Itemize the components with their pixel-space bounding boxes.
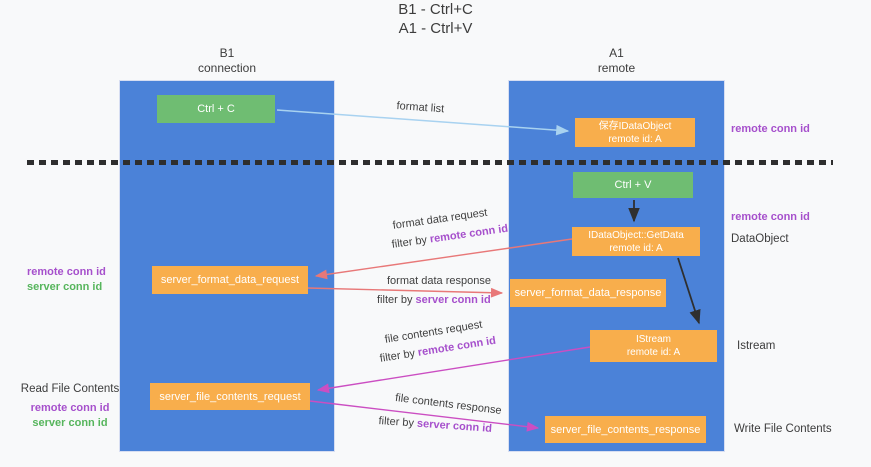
remote-conn-id-legend: remote conn id (27, 266, 106, 278)
save-idataobject-line2: remote id: A (608, 133, 662, 145)
save-idataobject-line1: 保存IDataObject (598, 120, 672, 132)
ctrl-v-box: Ctrl + V (573, 172, 693, 198)
ctrl-c-box: Ctrl + C (157, 95, 275, 123)
server-format-data-response-label: server_format_data_response (514, 287, 662, 299)
filter-by-text: filter by (378, 415, 415, 430)
istream-line2: remote id: A (626, 347, 681, 358)
phase-divider-dashed-line (27, 160, 833, 165)
file-contents-response-label: file contents response (394, 392, 503, 417)
server-format-data-request-label: server_format_data_request (160, 274, 300, 286)
remote-conn-id-text: remote conn id (429, 222, 509, 246)
lifeline-header-a1: A1 remote (508, 46, 725, 76)
lifeline-a1-role: remote (597, 61, 636, 75)
istream-box: IStream remote id: A (590, 330, 717, 362)
remote-conn-id-annotation-mid: remote conn id (731, 211, 810, 223)
diagram-title-line2: A1 - Ctrl+V (398, 20, 473, 37)
server-format-data-response-box: server_format_data_response (510, 279, 666, 307)
filter-by-text: filter by (377, 294, 413, 306)
filter-by-text: filter by (379, 347, 416, 365)
server-format-data-request-box: server_format_data_request (152, 266, 308, 294)
server-conn-id-text: server conn id (415, 294, 491, 306)
istream-annotation: Istream (737, 340, 776, 352)
ctrl-v-label: Ctrl + V (614, 179, 652, 191)
lifeline-b1-role: connection (197, 61, 257, 75)
diagram-title-line1: B1 - Ctrl+C (398, 1, 473, 18)
remote-conn-id-legend: remote conn id (30, 402, 110, 414)
left-conn-id-legend: remote conn id server conn id (27, 265, 106, 295)
ctrl-c-label: Ctrl + C (197, 103, 235, 115)
read-file-contents-label: Read File Contents (20, 383, 120, 395)
save-idataobject-box: 保存IDataObject remote id: A (575, 118, 695, 147)
istream-line1: IStream (635, 334, 671, 345)
server-file-contents-response-box: server_file_contents_response (545, 416, 706, 443)
idataobject-getdata-line2: remote id: A (609, 242, 663, 254)
remote-conn-id-annotation-top: remote conn id (731, 123, 810, 135)
diagram-title: B1 - Ctrl+C A1 - Ctrl+V (0, 0, 871, 38)
format-list-label: format list (396, 100, 445, 116)
filter-by-text: filter by (391, 234, 428, 251)
server-conn-id-legend: server conn id (27, 281, 103, 293)
lifeline-header-b1: B1 connection (119, 46, 335, 76)
idataobject-getdata-line1: IDataObject::GetData (588, 229, 684, 241)
server-file-contents-request-box: server_file_contents_request (150, 383, 310, 410)
format-data-response-arrow (307, 287, 504, 298)
server-file-contents-request-label: server_file_contents_request (159, 390, 301, 403)
server-conn-id-text: server conn id (416, 417, 493, 435)
server-file-contents-response-label: server_file_contents_response (550, 423, 701, 436)
lifeline-a1-name: A1 (609, 46, 624, 60)
lifeline-b1-name: B1 (219, 46, 235, 60)
dataobject-annotation: DataObject (731, 233, 789, 245)
read-file-contents-legend: Read File Contents remote conn id server… (15, 382, 125, 431)
idataobject-getdata-box: IDataObject::GetData remote id: A (572, 227, 700, 256)
format-data-response-label: format data response (387, 275, 491, 287)
write-file-contents-annotation: Write File Contents (734, 423, 832, 435)
server-conn-id-legend: server conn id (32, 417, 108, 429)
